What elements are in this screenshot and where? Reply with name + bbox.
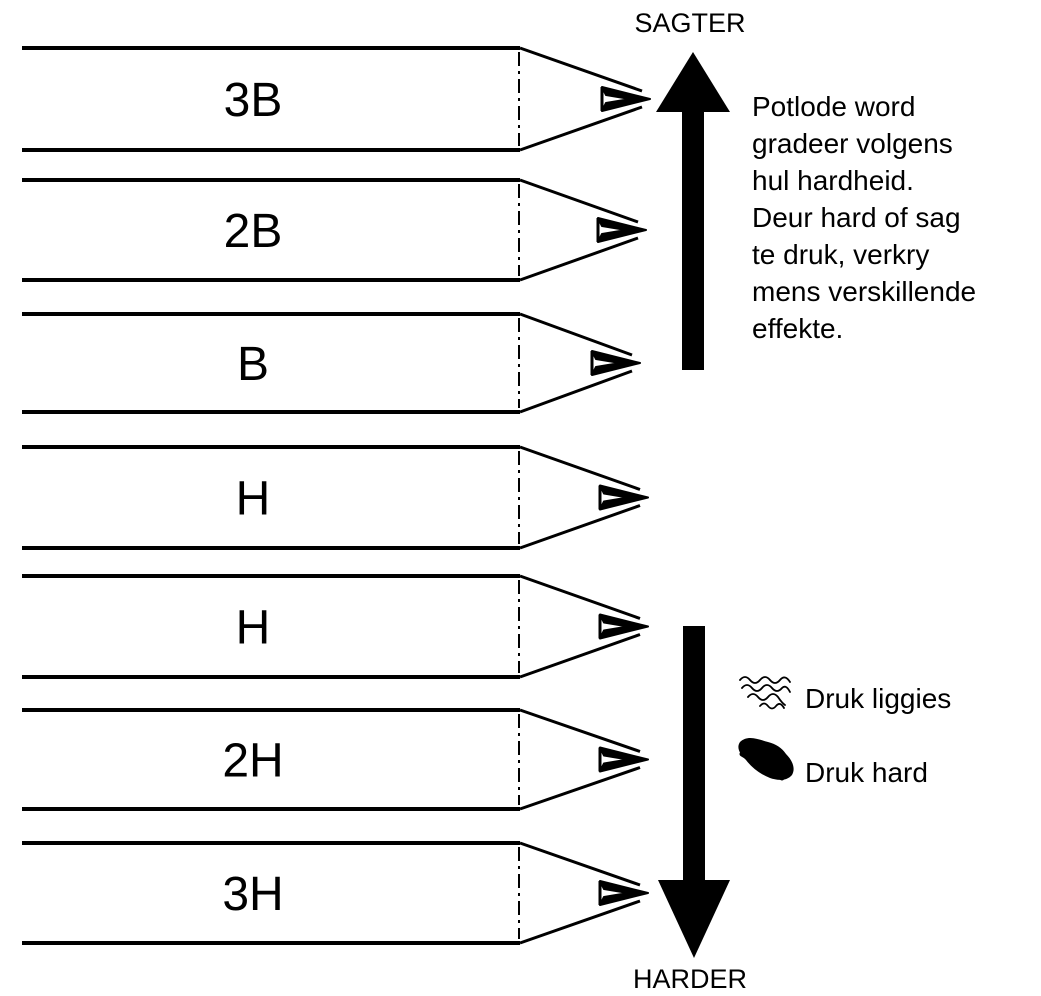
- pencil-cone: [519, 708, 641, 811]
- pencil-grade-label: 3B: [224, 74, 283, 127]
- pencil-lead-tip: [591, 350, 641, 376]
- legend-hard-label: Druk hard: [805, 757, 928, 788]
- pencil: H: [22, 445, 649, 550]
- pencil-cone: [519, 312, 633, 414]
- harder-arrow-head: [658, 880, 730, 958]
- pencil-grade-label: 2B: [224, 205, 283, 258]
- pencil-cone: [519, 46, 643, 152]
- pencil: H: [22, 574, 649, 679]
- softer-arrow-head: [656, 52, 730, 112]
- pencil-stack: 3B 2B B H H 2H 3H: [22, 46, 651, 945]
- pencil-cone: [519, 574, 641, 679]
- legend-light-label: Druk liggies: [805, 683, 951, 714]
- legend: Druk liggies Druk hard: [738, 676, 951, 788]
- harder-arrow-shaft: [683, 626, 705, 886]
- pencil: 3H: [22, 841, 649, 945]
- pencil: 3B: [22, 46, 651, 152]
- pencil-lead-tip: [597, 217, 647, 243]
- pencil-grade-label: 2H: [222, 735, 283, 788]
- description-line: hul hardheid.: [752, 165, 914, 196]
- pencil-lead-tip: [599, 613, 649, 640]
- description-line: Potlode word: [752, 91, 915, 122]
- pencil-cone: [519, 445, 641, 550]
- pencil-lead-tip: [599, 746, 649, 773]
- description-line: mens verskillende: [752, 276, 976, 307]
- pencil-grade-label: H: [236, 602, 271, 655]
- softer-arrow: [656, 52, 730, 370]
- pencil-lead-tip: [601, 86, 651, 112]
- description-text: Potlode word gradeer volgens hul hardheid.…: [752, 91, 976, 344]
- softer-label: SAGTER: [634, 8, 745, 38]
- description-line: te druk, verkry: [752, 239, 929, 270]
- pencil: B: [22, 312, 641, 414]
- pencil-cone: [519, 178, 639, 282]
- harder-arrow: [658, 626, 730, 958]
- pencil-lead-tip: [599, 880, 649, 906]
- hard-pressure-scribble-strokes: [739, 739, 793, 781]
- description-line: Deur hard of sag: [752, 202, 961, 233]
- pencil: 2B: [22, 178, 647, 282]
- pencil: 2H: [22, 708, 649, 811]
- pencil-cone: [519, 841, 641, 945]
- harder-label: HARDER: [633, 964, 747, 994]
- light-pressure-scribble-icon: [739, 676, 791, 710]
- description-line: gradeer volgens: [752, 128, 953, 159]
- pencil-grade-label: 3H: [222, 868, 283, 921]
- pencil-grade-label: B: [237, 338, 269, 391]
- softer-arrow-shaft: [682, 108, 704, 370]
- description-line: effekte.: [752, 313, 843, 344]
- pencil-grade-label: H: [236, 473, 271, 526]
- pencil-lead-tip: [599, 484, 649, 511]
